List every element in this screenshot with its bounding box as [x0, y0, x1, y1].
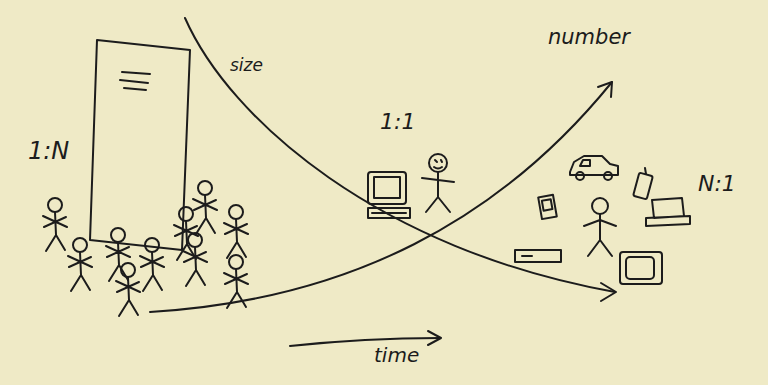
tv: [620, 252, 662, 284]
stick-figure: [174, 207, 198, 260]
stick-figure: [116, 263, 140, 316]
arrow-head: [601, 283, 616, 301]
axis-label: number: [546, 26, 632, 49]
board-scribble: [120, 72, 150, 90]
keyboard: [368, 208, 410, 218]
wheel: [604, 172, 612, 180]
stick-figure: [224, 205, 248, 258]
axis-label: size: [228, 56, 265, 75]
stick-figure: [106, 228, 130, 281]
arrow-head: [598, 82, 612, 97]
tv-screen: [626, 257, 654, 279]
audience: [43, 181, 248, 316]
stick-figure: [224, 255, 248, 308]
arrow-head: [428, 331, 441, 345]
stick-figure: [68, 238, 92, 291]
person-body: [422, 172, 454, 212]
antenna: [645, 168, 646, 174]
person-body: [584, 214, 616, 256]
monitor: [368, 172, 406, 204]
person-face: [434, 160, 442, 169]
ratio-label: 1:1: [378, 110, 417, 134]
ratio-label: 1:N: [26, 138, 71, 164]
stick-figure: [140, 238, 164, 291]
phone: [633, 173, 653, 200]
device-slot: [522, 255, 532, 257]
screen: [374, 177, 400, 198]
number-curve: [150, 82, 612, 312]
board: [90, 40, 190, 250]
wheel: [576, 172, 584, 180]
ink-layer: [90, 18, 690, 346]
car-window: [580, 160, 590, 166]
ratio-label: N:1: [696, 172, 738, 196]
person-head: [429, 154, 447, 172]
keyboard-keys: [372, 212, 406, 214]
device: [515, 250, 561, 262]
pda-screen: [542, 199, 553, 210]
axis-label: time: [372, 344, 421, 366]
laptop: [646, 198, 690, 226]
stick-figure: [43, 198, 67, 251]
pda: [538, 195, 557, 219]
person-head: [592, 198, 608, 214]
